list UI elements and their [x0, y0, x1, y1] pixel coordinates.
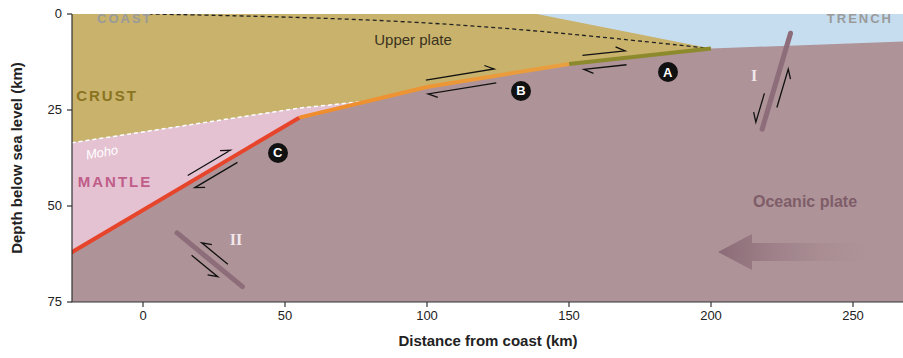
fault-label: I [751, 67, 757, 85]
slip-arrows [188, 47, 791, 277]
upper-plate-surface [149, 14, 711, 49]
plate-motion-arrow [718, 234, 885, 270]
axis-title: Distance from coast (km) [398, 333, 577, 350]
layer-label: MANTLE [78, 174, 153, 191]
tick-label: 200 [700, 309, 722, 323]
axis-title: Depth below sea level (km) [9, 62, 26, 254]
axis-line [72, 14, 903, 302]
axis-tick [568, 302, 569, 307]
slip-arrow [188, 150, 231, 175]
interface-segment [569, 49, 711, 64]
region-label: Upper plate [374, 32, 452, 49]
interface-segment [299, 64, 569, 118]
callout-circle: A [658, 62, 678, 82]
slip-arrow [582, 47, 625, 56]
slip-arrow [195, 162, 238, 187]
axis-tick [67, 205, 72, 206]
tick-label: 25 [48, 103, 62, 117]
slip-arrow [426, 65, 494, 80]
slip-arrow [428, 83, 496, 98]
tick-label: 50 [278, 309, 292, 323]
tick-label: 100 [416, 309, 438, 323]
tick-label: 0 [139, 309, 146, 323]
tick-label: 50 [48, 199, 62, 213]
axis-tick [852, 302, 853, 307]
region-label: TRENCH [827, 12, 893, 26]
callout-letter: C [273, 146, 282, 159]
axis-tick [284, 302, 285, 307]
axis-tick [142, 302, 143, 307]
slip-arrow [202, 243, 228, 265]
axis-tick [67, 109, 72, 110]
moho-line [72, 101, 370, 145]
fault-bar [762, 33, 790, 129]
axes [67, 14, 903, 307]
callout-letter: B [516, 84, 525, 97]
tick-label: 150 [558, 309, 580, 323]
slip-arrow [192, 255, 218, 277]
tick-label: 250 [842, 309, 864, 323]
plate-label: Oceanic plate [753, 193, 857, 211]
callout-circle: C [268, 143, 288, 163]
axis-tick [67, 13, 72, 14]
axis-tick [426, 302, 427, 307]
slip-arrow [584, 65, 627, 74]
tick-label: 75 [48, 295, 62, 309]
plot-area [72, 14, 903, 302]
tick-label: 0 [55, 7, 62, 21]
slip-arrow [777, 69, 791, 107]
slip-arrow [754, 93, 765, 122]
layer-label: CRUST [76, 88, 138, 105]
fault-label: II [230, 231, 242, 249]
region-label: COAST [97, 12, 153, 26]
axis-tick [710, 302, 711, 307]
axis-tick [67, 301, 72, 302]
callout-circle: B [511, 81, 531, 101]
callout-letter: A [663, 66, 672, 79]
